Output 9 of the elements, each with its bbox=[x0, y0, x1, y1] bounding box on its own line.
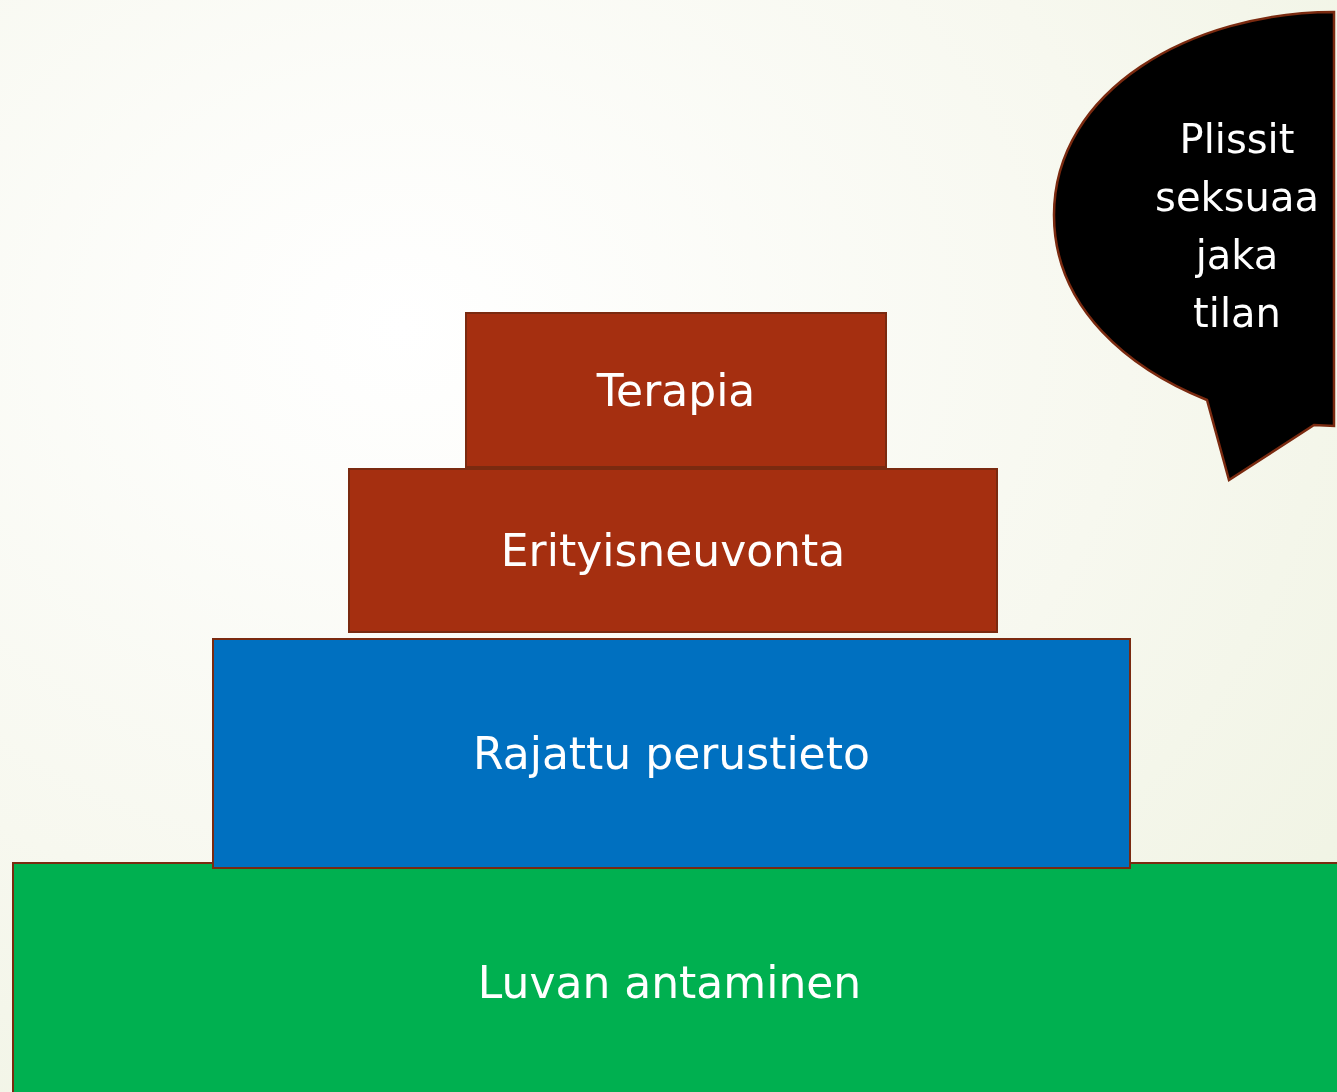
tier-box bbox=[12, 862, 1337, 1092]
tier-box bbox=[348, 468, 998, 633]
tier-label: Rajattu perustieto bbox=[473, 728, 870, 779]
bubble-text: Plissit seksuaa jaka tilan bbox=[1154, 115, 1320, 338]
tier-label: Erityisneuvonta bbox=[500, 525, 846, 576]
tier-label: Luvan antaminen bbox=[477, 956, 862, 1008]
tier-box bbox=[465, 312, 887, 468]
tier-label: Terapia bbox=[596, 364, 756, 416]
tier-box bbox=[212, 638, 1131, 869]
